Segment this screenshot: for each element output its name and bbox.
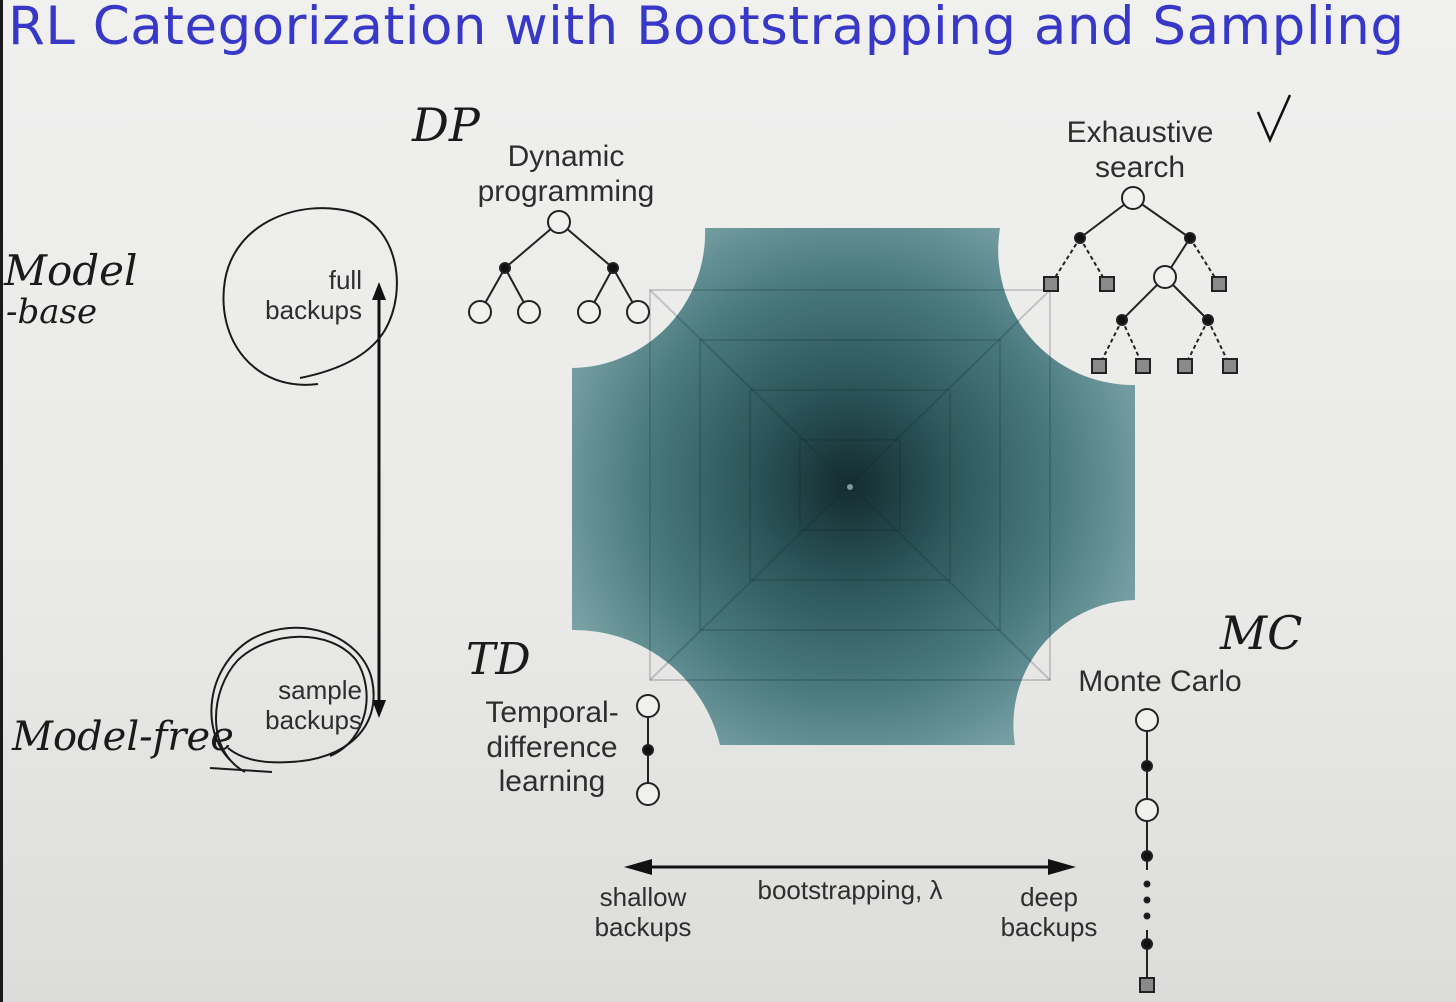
- dp-annotation: DP: [412, 98, 480, 152]
- dp-label: Dynamic programming: [455, 140, 677, 209]
- shallow-backups-label: shallow backups: [578, 882, 708, 943]
- exhaustive-search-label: Exhaustive search: [1040, 116, 1240, 185]
- exhaustive-search-label-line2: search: [1094, 150, 1186, 184]
- model-based-annotation: Model -base: [4, 246, 138, 333]
- exhaustive-search-tree: [1043, 186, 1238, 374]
- hypercube-diagonals: [649, 289, 1051, 681]
- mc-annotation: MC: [1220, 606, 1303, 660]
- slide-title: RL Categorization with Bootstrapping and…: [8, 0, 1405, 57]
- model-based-line1: Model: [4, 246, 138, 295]
- full-backups-line1: full: [328, 265, 362, 295]
- td-label-line2: difference: [486, 730, 618, 764]
- hypercube-center-glow: [847, 484, 853, 490]
- dp-label-line1: Dynamic: [507, 140, 625, 173]
- exhaustive-search-label-line1: Exhaustive: [1066, 116, 1214, 149]
- handwritten-circles: [209, 207, 398, 773]
- vertical-axis-arrow: [372, 282, 386, 718]
- deep-backups-label: deep backups: [985, 882, 1113, 943]
- bootstrapping-label: bootstrapping, λ: [757, 875, 943, 905]
- mc-backup-chain: [1135, 708, 1159, 993]
- sample-backups-line1: sample: [278, 675, 362, 705]
- td-label-line1: Temporal-: [485, 696, 619, 729]
- model-free-annotation: Model-free: [12, 714, 234, 760]
- full-backups-line2: backups: [265, 294, 362, 325]
- shallow-backups-line2: backups: [594, 911, 692, 942]
- hypercube-rings: [649, 289, 1051, 681]
- td-annotation: TD: [466, 634, 531, 685]
- deep-backups-line1: deep: [1020, 882, 1078, 912]
- td-label: Temporal- difference learning: [462, 696, 642, 800]
- horizontal-axis-arrow: [624, 859, 1076, 875]
- sample-backups-label: sample backups: [238, 675, 362, 736]
- model-based-line2: -base: [6, 292, 98, 333]
- td-backup-chain: [636, 694, 660, 806]
- hypercube-shading: [572, 228, 1135, 745]
- td-label-line3: learning: [498, 765, 606, 798]
- shallow-backups-line1: shallow: [599, 882, 687, 912]
- full-backups-label: full backups: [238, 265, 362, 326]
- checkmark-annotation: [1256, 94, 1292, 144]
- deep-backups-line2: backups: [1000, 911, 1098, 942]
- dp-backup-tree: [468, 210, 650, 324]
- slide-left-border: [0, 0, 3, 1002]
- sample-backups-line2: backups: [265, 704, 362, 735]
- dp-label-line2: programming: [477, 174, 655, 208]
- mc-label: Monte Carlo: [1078, 665, 1242, 698]
